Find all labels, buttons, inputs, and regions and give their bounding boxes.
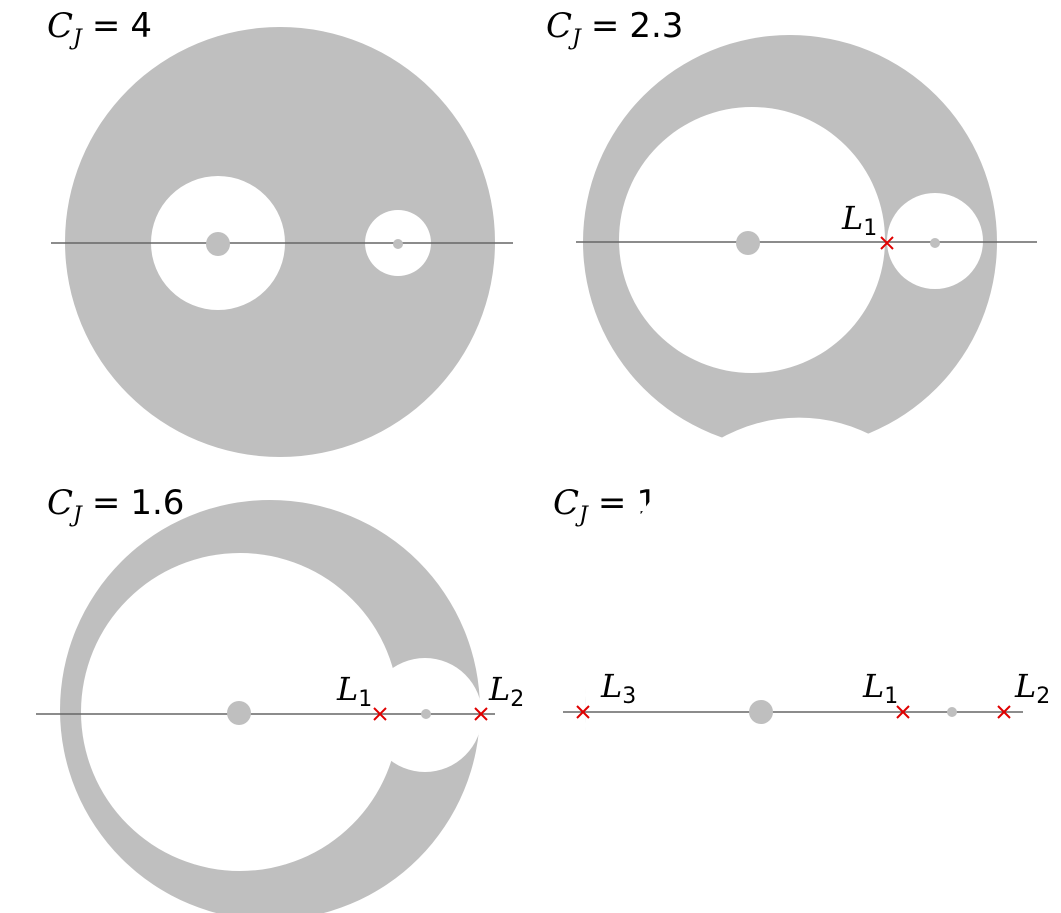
panel-1: CJ=4 bbox=[47, 6, 513, 457]
lagrange-label-l1: L1 bbox=[336, 670, 372, 712]
primary-body bbox=[206, 232, 230, 256]
lagrange-label-l2: L2 bbox=[488, 670, 524, 712]
lagrange-marker-l1 bbox=[373, 707, 387, 721]
panel-4: CJ=1.5 L3 L1 L2 bbox=[553, 417, 1050, 913]
secondary-body bbox=[930, 238, 940, 248]
lagrange-marker-l3 bbox=[576, 705, 590, 719]
secondary-body bbox=[393, 239, 403, 249]
lagrange-marker-l2 bbox=[474, 707, 488, 721]
primary-body bbox=[749, 700, 773, 724]
panel-2: CJ=2.3 L1 bbox=[546, 6, 1037, 449]
lagrange-marker-l1 bbox=[880, 236, 894, 250]
lagrange-marker-l1 bbox=[896, 705, 910, 719]
lagrange-label-l2: L2 bbox=[1014, 667, 1050, 709]
panel-2-title: CJ=2.3 bbox=[546, 6, 683, 51]
lagrange-label-l3: L3 bbox=[600, 667, 636, 709]
lagrange-marker-l2 bbox=[997, 705, 1011, 719]
lagrange-label-l1: L1 bbox=[862, 667, 898, 709]
secondary-body bbox=[421, 709, 431, 719]
panel-3-title: CJ=1.6 bbox=[47, 483, 184, 528]
primary-body bbox=[736, 231, 760, 255]
lagrange-label-l1: L1 bbox=[841, 199, 877, 241]
primary-body bbox=[227, 701, 251, 725]
panel-3: CJ=1.6 L1 L2 bbox=[36, 483, 524, 913]
secondary-body bbox=[947, 707, 957, 717]
panel-1-title: CJ=4 bbox=[47, 6, 152, 51]
